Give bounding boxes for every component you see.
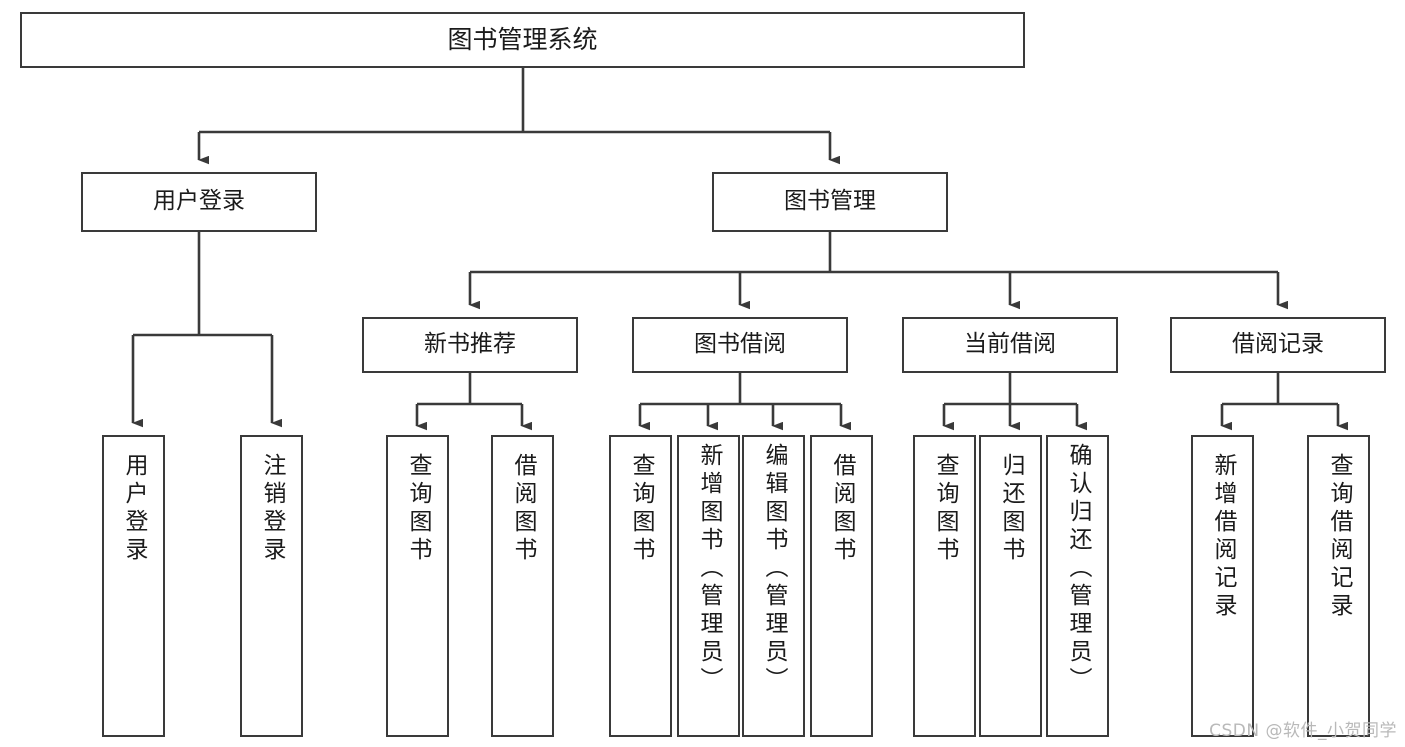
node-label: 查询借阅记录 (1326, 453, 1352, 621)
node-user-login[interactable]: 用户登录 (81, 172, 317, 232)
node-label: 新书推荐 (424, 331, 516, 358)
node-label: 归还图书 (998, 453, 1024, 565)
node-root-system[interactable]: 图书管理系统 (20, 12, 1025, 68)
node-label: 查询图书 (405, 453, 431, 565)
node-label: 借阅记录 (1232, 331, 1324, 358)
leaf-borrow-book-recommend[interactable]: 借阅图书 (491, 435, 554, 737)
leaf-query-book-current[interactable]: 查询图书 (913, 435, 976, 737)
watermark-text: CSDN @软件_小贺同学 (1209, 721, 1397, 741)
node-label: 编辑图书（管理员） (761, 443, 787, 695)
node-label: 当前借阅 (964, 331, 1056, 358)
node-book-manage[interactable]: 图书管理 (712, 172, 948, 232)
node-borrow-record[interactable]: 借阅记录 (1170, 317, 1386, 373)
node-label: 注销登录 (259, 453, 285, 565)
node-label: 查询图书 (628, 453, 654, 565)
leaf-borrow-book-borrow[interactable]: 借阅图书 (810, 435, 873, 737)
node-new-book-recommend[interactable]: 新书推荐 (362, 317, 578, 373)
node-label: 借阅图书 (829, 453, 855, 565)
leaf-query-borrow-record[interactable]: 查询借阅记录 (1307, 435, 1370, 737)
node-book-borrow[interactable]: 图书借阅 (632, 317, 848, 373)
leaf-query-book-borrow[interactable]: 查询图书 (609, 435, 672, 737)
leaf-user-login[interactable]: 用户登录 (102, 435, 165, 737)
node-current-borrow[interactable]: 当前借阅 (902, 317, 1118, 373)
node-label: 借阅图书 (510, 453, 536, 565)
node-label: 图书管理系统 (447, 25, 598, 55)
leaf-return-book[interactable]: 归还图书 (979, 435, 1042, 737)
leaf-edit-book-admin[interactable]: 编辑图书（管理员） (742, 435, 805, 737)
node-label: 新增借阅记录 (1210, 453, 1236, 621)
node-label: 用户登录 (121, 453, 147, 565)
node-label: 查询图书 (932, 453, 958, 565)
leaf-add-borrow-record[interactable]: 新增借阅记录 (1191, 435, 1254, 737)
node-label: 图书借阅 (694, 331, 786, 358)
leaf-user-logout[interactable]: 注销登录 (240, 435, 303, 737)
node-label: 图书管理 (784, 188, 876, 215)
node-label: 新增图书（管理员） (696, 443, 722, 695)
node-label: 确认归还（管理员） (1065, 443, 1091, 695)
leaf-add-book-admin[interactable]: 新增图书（管理员） (677, 435, 740, 737)
node-label: 用户登录 (153, 188, 245, 215)
leaf-confirm-return-admin[interactable]: 确认归还（管理员） (1046, 435, 1109, 737)
leaf-query-book-recommend[interactable]: 查询图书 (386, 435, 449, 737)
